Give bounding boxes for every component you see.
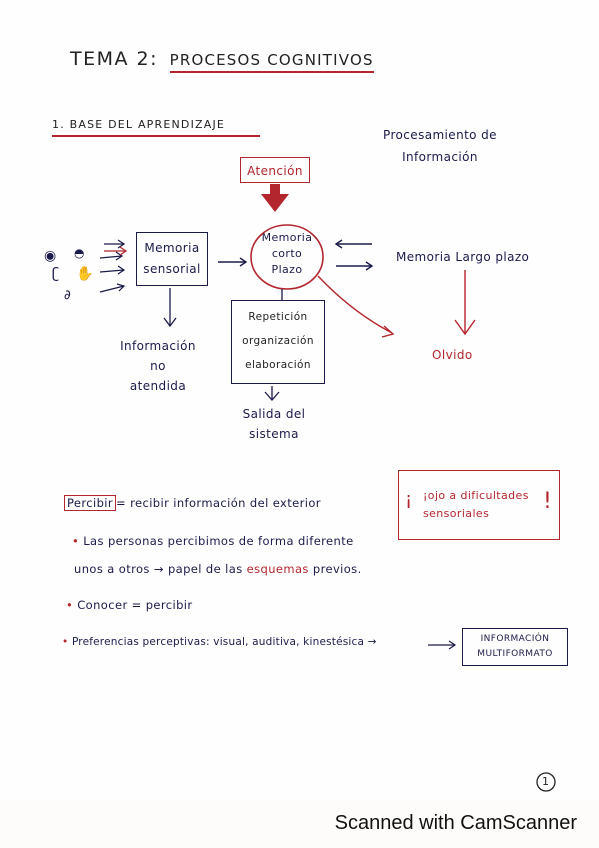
- scanner-watermark: Scanned with CamScanner: [334, 812, 577, 834]
- bullet-2: • Conocer = percibir: [66, 598, 193, 612]
- hand-icon: ✋: [76, 266, 94, 282]
- title-prefix: TEMA 2:: [70, 48, 159, 70]
- page-number: 1: [542, 775, 550, 788]
- unattended-line3: atendida: [129, 379, 187, 393]
- short-term-line3: Plazo: [271, 263, 303, 276]
- callout-line2: sensoriales: [423, 507, 490, 520]
- rehearsal-down-arrow: [264, 386, 280, 401]
- percibir-word: Percibir: [64, 495, 117, 511]
- bullet-3: • Preferencias perceptivas: visual, audi…: [62, 636, 377, 648]
- exit-line2: sistema: [249, 427, 299, 441]
- bullet-1-line-2: unos a otros → papel de las esquemas pre…: [74, 562, 362, 576]
- percibir-definition: Percibir= recibir información del exteri…: [64, 495, 321, 511]
- page-title: TEMA 2: PROCESOS COGNITIVOS: [70, 48, 374, 73]
- sensory-down-arrow: [163, 288, 177, 328]
- rehearsal-line1: Repetición: [248, 311, 308, 323]
- stm-forget-curve: [317, 275, 393, 334]
- system-exit-label: Salida del sistema: [228, 404, 320, 444]
- forgetting-label: Olvido: [432, 348, 473, 362]
- short-term-memory-label: Memoria corto Plazo: [252, 230, 322, 278]
- eye-icon: ◉: [44, 248, 57, 264]
- rehearsal-line3: elaboración: [245, 359, 311, 371]
- unattended-info-label: Información no atendida: [108, 336, 208, 396]
- attention-box: Atención: [240, 157, 310, 183]
- bullet-1-line-1: • Las personas percibimos de forma difer…: [72, 534, 354, 548]
- sensory-warning-callout: ¡ ¡ojo a dificultades sensoriales !: [398, 470, 560, 540]
- multiformat-line2: MULTIFORMATO: [477, 649, 553, 659]
- title-underlined: PROCESOS COGNITIVOS: [169, 51, 374, 73]
- rehearsal-box: Repetición organización elaboración: [231, 300, 325, 384]
- ltm-stm-arrows: [334, 239, 374, 271]
- sensory-line1: Memoria: [144, 241, 200, 255]
- processing-line2: Información: [402, 150, 478, 164]
- multiformat-line1: INFORMACIÓN: [480, 634, 550, 644]
- diagram-lines: [99, 184, 556, 792]
- lips-icon: ◓: [74, 246, 85, 260]
- processing-line1: Procesamiento de: [383, 128, 497, 142]
- section-heading: 1. BASE DEL APRENDIZAJE: [52, 118, 260, 137]
- exit-line1: Salida del: [242, 407, 306, 421]
- callout-line1: ¡ojo a dificultades: [423, 489, 529, 502]
- unattended-line2: no: [150, 359, 166, 373]
- scanned-page: TEMA 2: PROCESOS COGNITIVOS 1. BASE DEL …: [44, 48, 568, 792]
- sensory-memory-box: Memoria sensorial: [136, 232, 208, 286]
- short-term-line2: corto: [271, 247, 303, 260]
- long-term-memory-label: Memoria Largo plazo: [396, 250, 530, 264]
- ltm-forget-arrow: [454, 270, 476, 336]
- short-term-memory-circle: [250, 224, 324, 290]
- nose-icon: ∂: [64, 288, 72, 303]
- short-term-line1: Memoria: [261, 231, 313, 244]
- attention-arrow: [261, 184, 289, 212]
- sensory-to-stm-arrow: [218, 257, 248, 267]
- sensory-line2: sensorial: [143, 262, 201, 276]
- attention-label: Atención: [247, 164, 303, 178]
- rehearsal-line2: organización: [242, 335, 314, 347]
- percibir-def: = recibir información del exterior: [116, 496, 321, 510]
- sense-arrows: [99, 239, 126, 293]
- page-number-circle: [536, 772, 556, 792]
- ear-icon: ʗ: [52, 266, 60, 282]
- multiformat-arrow: [428, 640, 457, 650]
- multiformat-info-box: INFORMACIÓN MULTIFORMATO: [462, 628, 568, 666]
- processing-label: Procesamiento de Información: [365, 124, 515, 168]
- sense-arrow-red: [104, 246, 128, 256]
- unattended-line1: Información: [120, 339, 196, 353]
- scanner-watermark-bar: Scanned with CamScanner: [0, 800, 599, 848]
